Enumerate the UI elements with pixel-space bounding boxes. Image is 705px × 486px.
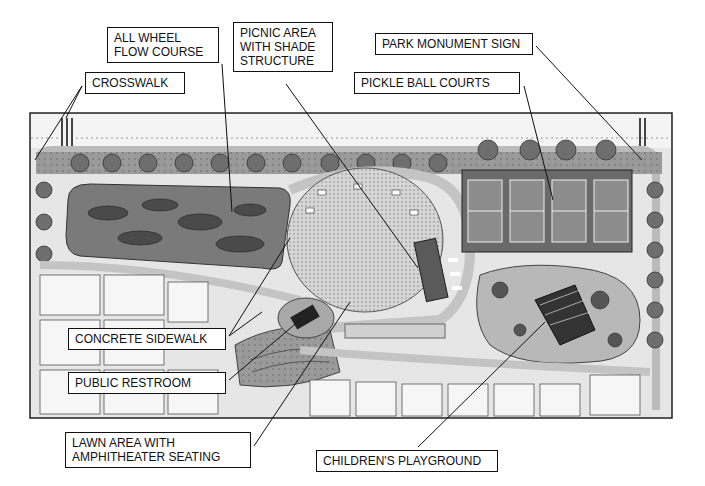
callout-text: CROSSWALK xyxy=(92,76,178,90)
callout-label: CROSSWALK xyxy=(85,72,185,94)
callout-text: LAWN AREA WITH AMPHITHEATER SEATING xyxy=(72,436,244,464)
callout-text: PICNIC AREA WITH SHADE STRUCTURE xyxy=(240,26,326,68)
callout-text: ALL WHEEL FLOW COURSE xyxy=(114,31,212,59)
callout-label: CHILDREN'S PLAYGROUND xyxy=(316,450,498,472)
callout-text: CONCRETE SIDEWALK xyxy=(75,332,219,346)
callout-text: PARK MONUMENT SIGN xyxy=(382,37,526,51)
callout-label: PARK MONUMENT SIGN xyxy=(375,33,533,55)
callout-label: PICNIC AREA WITH SHADE STRUCTURE xyxy=(233,22,333,72)
callout-text: PICKLE BALL COURTS xyxy=(361,76,513,90)
callout-label: CONCRETE SIDEWALK xyxy=(68,328,226,350)
callout-label: ALL WHEEL FLOW COURSE xyxy=(107,27,219,63)
callout-text: PUBLIC RESTROOM xyxy=(75,376,219,390)
callout-label: PUBLIC RESTROOM xyxy=(68,372,226,394)
callout-text: CHILDREN'S PLAYGROUND xyxy=(323,454,491,468)
callout-label: LAWN AREA WITH AMPHITHEATER SEATING xyxy=(65,432,251,468)
callout-label: PICKLE BALL COURTS xyxy=(354,72,520,94)
